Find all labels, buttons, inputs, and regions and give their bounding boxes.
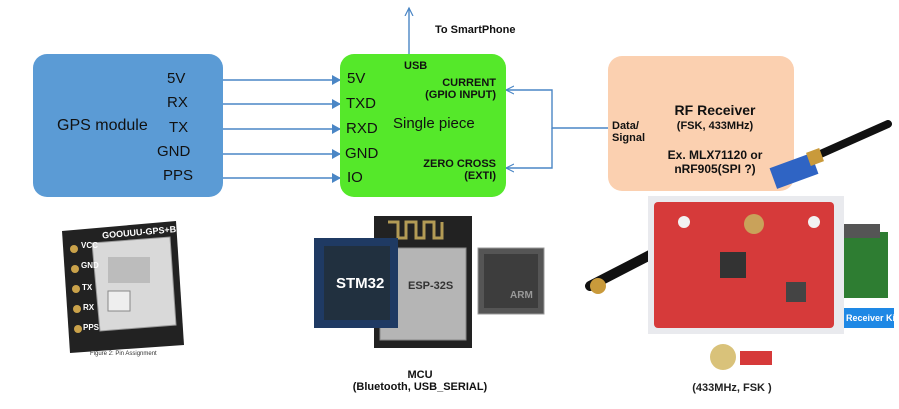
gps-pin-rx: RX [167,94,188,111]
gps-module-title: GPS module [57,117,148,134]
gps-photo-pin-vcc: VCC [81,241,98,250]
gps-photo-pin-tx: TX [82,283,93,292]
mcu-title: Single piece [393,115,475,132]
data-signal-label: Data/ Signal [612,120,645,144]
zero-cross-label: ZERO CROSS (EXTI) [420,158,496,182]
arm-chip-label: ARM [510,290,533,301]
rf-coin-image [710,344,772,370]
gps-pin-gnd: GND [157,143,191,160]
usb-label: USB [404,60,428,72]
mcu-caption-line1: MCU [407,369,433,381]
data-line2: Signal [612,132,646,144]
current-line1: CURRENT [442,77,496,89]
receiver-kit-label: Receiver Kit [846,313,894,323]
rf-receiver-block [608,56,794,191]
rf-caption: (433MHz, FSK ) [692,382,772,394]
mcu-chips-photo: STM32 ESP-32S ARM [306,212,554,354]
stm32-chip-label: STM32 [336,275,385,292]
gps-photo-pin-pps: PPS [83,323,100,332]
mcu-pin-5v: 5V [347,70,366,87]
rf-antenna-module-photo [764,120,894,200]
rf-title: RF Receiver [674,102,756,118]
current-line2: (GPIO INPUT) [425,89,496,101]
mcu-caption-line2: (Bluetooth, USB_SERIAL) [352,381,488,393]
gps-pin-5v: 5V [167,70,186,87]
mcu-caption: MCU (Bluetooth, USB_SERIAL) [340,369,500,393]
rf-zero-wire [506,128,553,168]
gps-module-photo: GOOUUU-GPS+BD VCC GND TX RX PPS Figure 2… [48,213,188,361]
to-smartphone-label: To SmartPhone [435,24,516,36]
gps-pin-pps: PPS [163,167,194,184]
gps-board-image [62,221,184,353]
rf-subtitle: (FSK, 433MHz) [676,120,754,132]
gps-photo-pin-gnd: GND [81,261,99,270]
mcu-pin-txd: TXD [346,95,376,112]
data-line1: Data/ [612,120,639,132]
gps-photo-pin-rx: RX [83,303,95,312]
mcu-pin-gnd: GND [345,145,379,162]
mcu-block [340,54,506,197]
current-label: CURRENT (GPIO INPUT) [420,77,496,101]
zero-line1: ZERO CROSS [423,158,496,170]
rf-ex-line2: nRF905(SPI ?) [674,162,756,176]
gps-pin-tx: TX [169,119,189,136]
rf-coin-comparison-photo [708,342,778,372]
zero-line2: (EXTI) [464,170,496,182]
rf-board-image [585,196,894,334]
rf-ex-line1: Ex. MLX71120 or [667,148,763,162]
mcu-chips-image [314,216,545,348]
rf-board-photo: Receiver Kit [582,196,894,336]
esp32-chip-label: ESP-32S [408,280,454,292]
rf-antenna-image [769,120,892,189]
mcu-pin-io: IO [347,169,363,186]
rf-example: Ex. MLX71120 or nRF905(SPI ?) [650,148,780,176]
mcu-pin-rxd: RXD [346,120,378,137]
gps-photo-caption: Figure 2: Pin Assignment [90,351,157,357]
gps-module-block [33,54,223,197]
rf-data-wire [506,90,608,129]
